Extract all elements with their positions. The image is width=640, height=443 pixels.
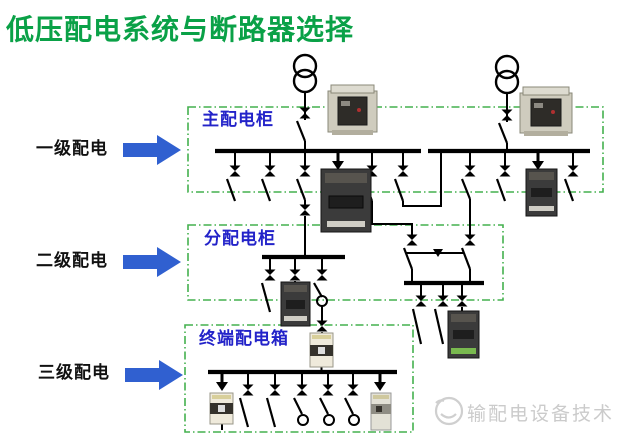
busbars	[208, 148, 590, 375]
ats-marker	[433, 249, 443, 257]
right-arrow-icon	[125, 360, 183, 390]
rcd-symbols	[297, 295, 360, 426]
transformer-icon	[494, 54, 520, 95]
level-2-label: 二级配电	[36, 251, 108, 270]
right-arrow-icon	[123, 247, 181, 277]
pointer-arrows	[216, 153, 544, 391]
acb-image	[519, 86, 573, 136]
right-arrow-icon	[123, 135, 181, 165]
watermark-text: 输配电设备技术	[467, 404, 615, 425]
transformer-icon	[292, 53, 318, 94]
mccb-image	[447, 310, 480, 359]
acb-image	[327, 84, 378, 135]
page-title: 低压配电系统与断路器选择	[6, 14, 355, 45]
sub-distribution-cabinet-label: 分配电柜	[204, 229, 276, 248]
mccb-image	[525, 168, 558, 217]
mcb-image	[209, 392, 234, 425]
level-3-label: 三级配电	[38, 363, 110, 382]
main-distribution-cabinet-label: 主配电柜	[202, 110, 274, 129]
rcbo-image	[370, 392, 392, 431]
wires	[221, 92, 574, 430]
main-distribution-cabinet-box	[187, 106, 604, 193]
mccb-image	[320, 168, 372, 233]
watermark-logo-icon	[434, 396, 464, 426]
terminal-distribution-box-label: 终端配电箱	[199, 329, 289, 348]
mcb-image	[309, 332, 334, 368]
mccb-image	[280, 281, 311, 327]
level-1-label: 一级配电	[36, 139, 108, 158]
